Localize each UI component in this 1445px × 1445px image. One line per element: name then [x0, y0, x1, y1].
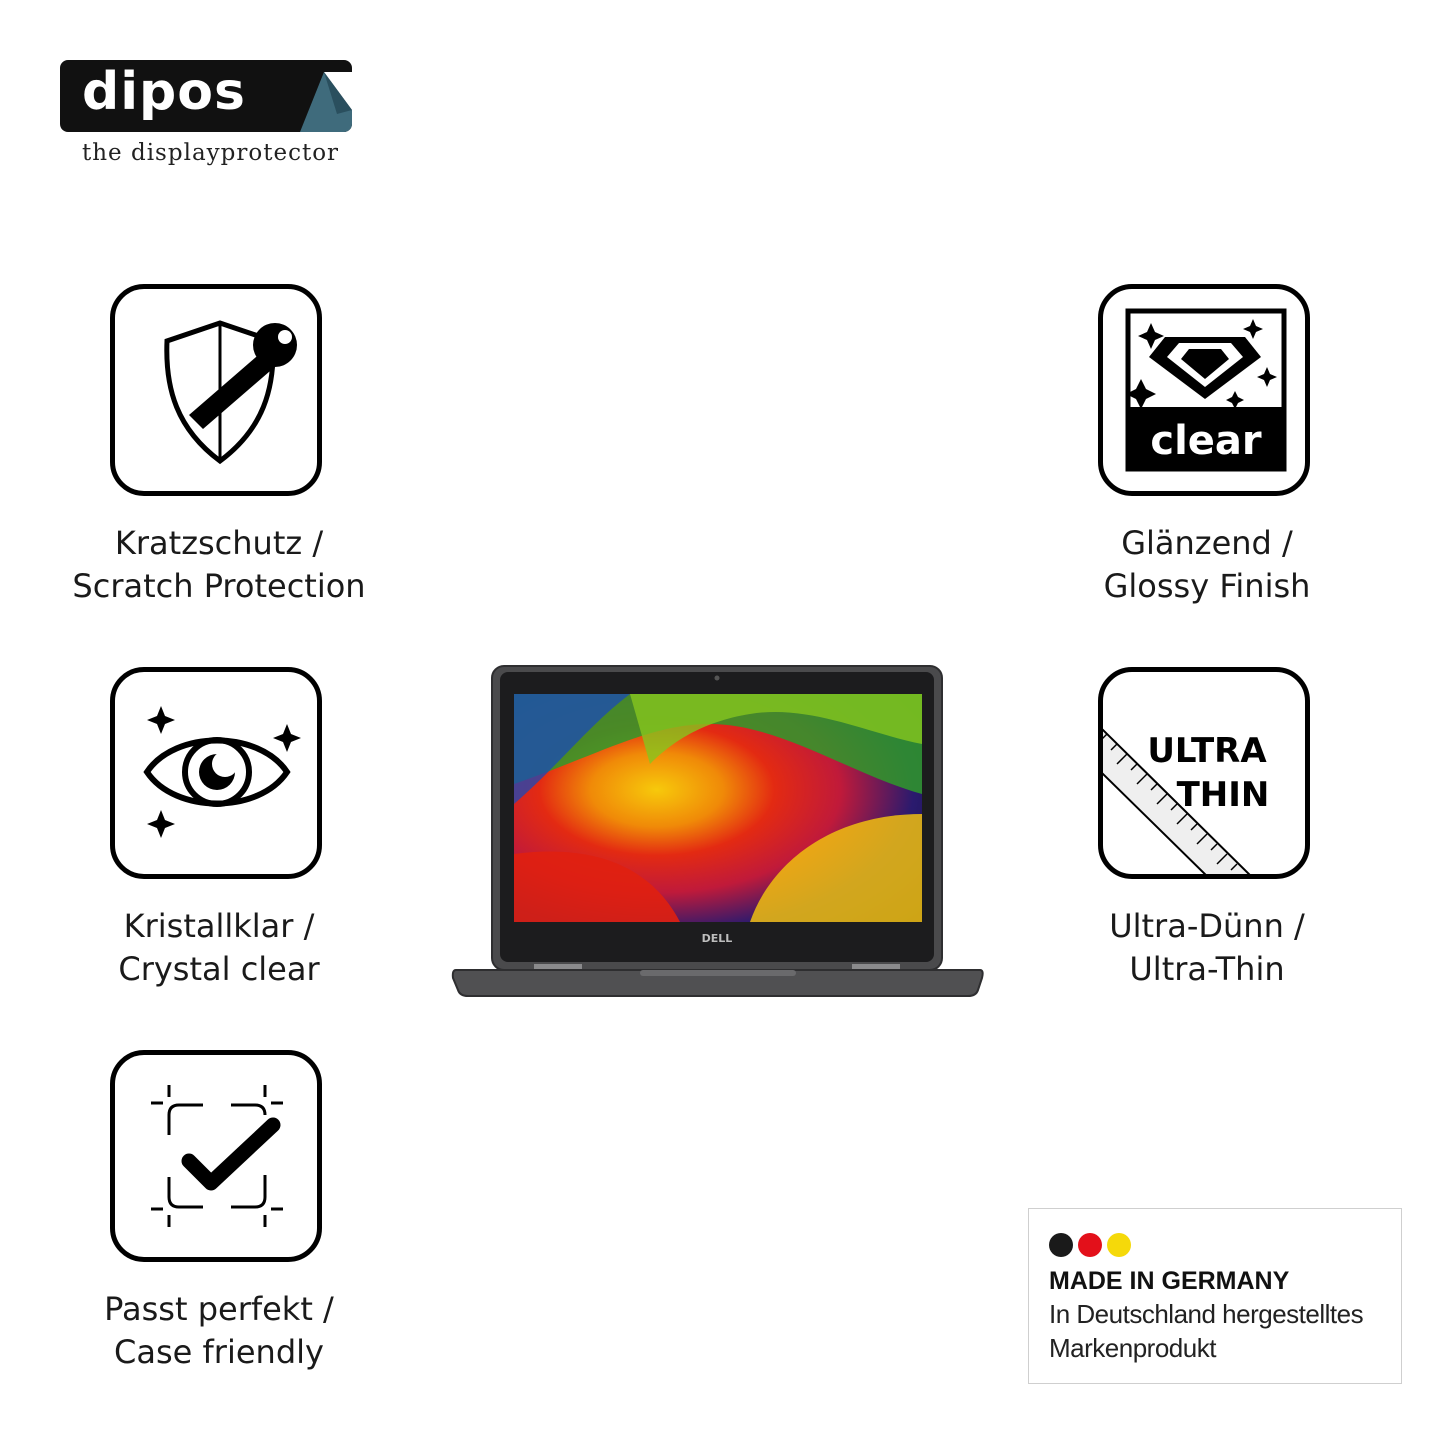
feature-label: Ultra-Dünn / Ultra-Thin	[1109, 907, 1305, 988]
laptop-image: DELL	[450, 664, 985, 1004]
laptop-brand-text: DELL	[702, 932, 733, 945]
badge-line-2: Markenprodukt	[1049, 1333, 1216, 1363]
feature-label: Passt perfekt / Case friendly	[104, 1290, 334, 1371]
brand-logo: dipos the displayprotector	[60, 60, 356, 180]
shield-key-icon	[110, 284, 322, 496]
eye-sparkle-icon	[110, 667, 322, 879]
badge-title: MADE IN GERMANY	[1049, 1267, 1290, 1295]
badge-line-1: In Deutschland hergestelltes	[1049, 1299, 1364, 1329]
ruler-ultra-thin-icon: ULTRA THIN	[1098, 667, 1310, 879]
flag-dot-red	[1078, 1233, 1102, 1257]
clear-icon-text: clear	[1150, 418, 1262, 464]
peel-corner-icon	[300, 72, 352, 132]
feature-label: Kratzschutz / Scratch Protection	[72, 524, 366, 605]
thin-icon-text: THIN	[1177, 775, 1270, 815]
logo-tagline: the displayprotector	[82, 140, 340, 166]
logo-badge: dipos	[60, 60, 352, 132]
frame-check-icon	[110, 1050, 322, 1262]
feature-label: Kristallklar / Crystal clear	[118, 907, 320, 988]
germany-flag-dots	[1049, 1233, 1136, 1261]
flag-dot-black	[1049, 1233, 1073, 1257]
logo-wordmark: dipos	[82, 62, 246, 122]
diamond-clear-icon: clear	[1098, 284, 1310, 496]
flag-dot-gold	[1107, 1233, 1131, 1257]
made-in-germany-badge: MADE IN GERMANY In Deutschland hergestel…	[1028, 1208, 1402, 1384]
ultra-icon-text: ULTRA	[1147, 731, 1267, 771]
feature-label: Glänzend / Glossy Finish	[1103, 524, 1311, 605]
